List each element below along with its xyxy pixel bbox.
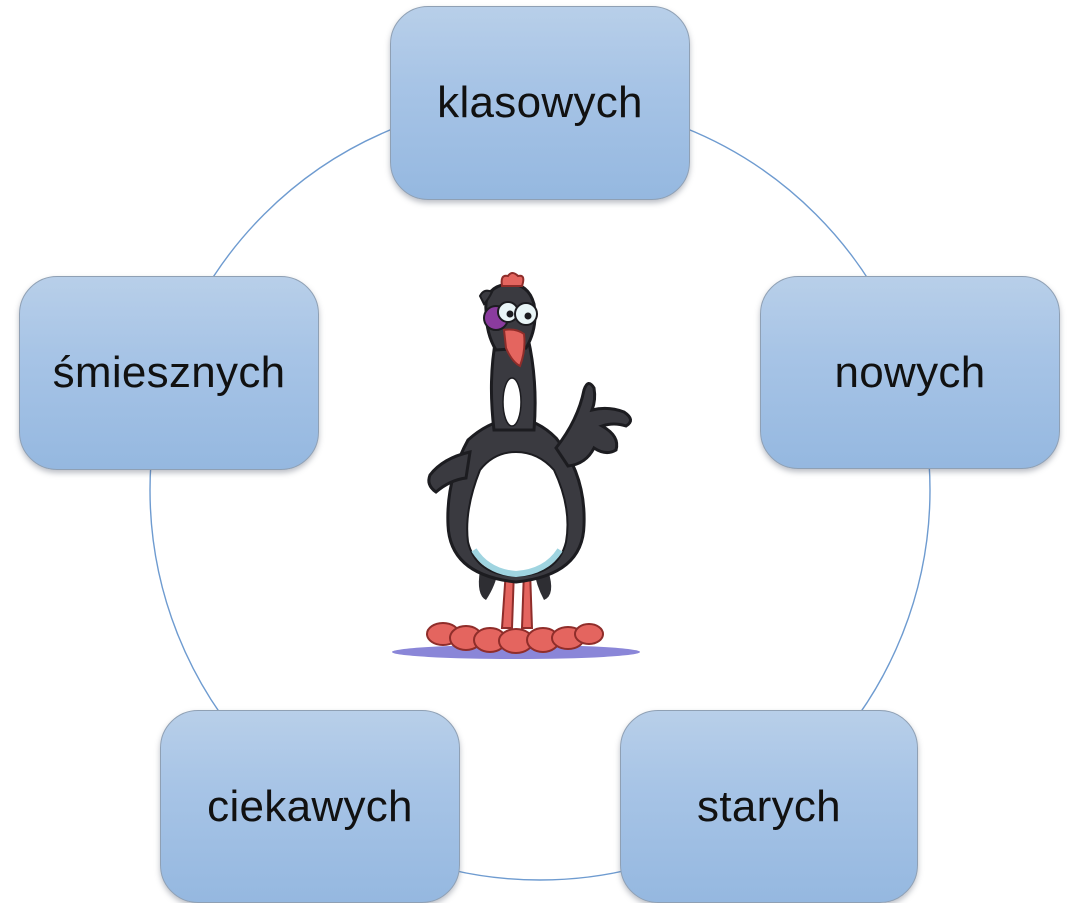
node-label: ciekawych (207, 781, 413, 831)
node-label: klasowych (437, 78, 643, 127)
penguin-feet (426, 622, 604, 654)
penguin-crest (500, 272, 525, 287)
penguin-beak (502, 328, 526, 368)
penguin-right-wing (554, 382, 632, 468)
penguin-left-wing (427, 450, 472, 494)
penguin-mascot-icon (392, 272, 640, 659)
cycle-node-smiesznych: śmiesznych (19, 276, 319, 470)
penguin-belly (466, 450, 569, 578)
cycle-node-ciekawych: ciekawych (160, 710, 460, 903)
node-label: śmiesznych (52, 348, 286, 397)
cycle-node-starych: starych (620, 710, 918, 903)
penguin-legs (500, 569, 534, 629)
cycle-node-nowych: nowych (760, 276, 1060, 469)
node-label: starych (697, 781, 841, 831)
node-label: nowych (834, 347, 986, 397)
cycle-node-klasowych: klasowych (390, 6, 690, 200)
penguin-eyes (483, 301, 538, 331)
